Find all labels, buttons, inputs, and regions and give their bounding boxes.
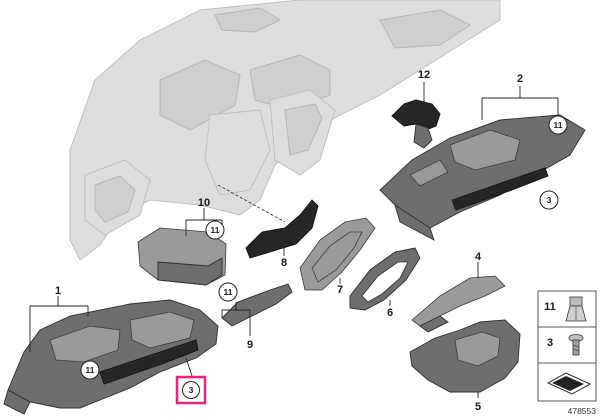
part-6 — [349, 247, 421, 311]
callout-1: 1 — [55, 285, 61, 297]
circle-callout-3-right: 3 — [539, 190, 559, 210]
callout-10: 10 — [198, 197, 210, 209]
part-2 — [379, 86, 586, 241]
part-10 — [137, 208, 227, 286]
callout-2: 2 — [517, 73, 523, 85]
callout-labels: 1 2 4 5 6 7 8 9 10 12 — [55, 69, 523, 413]
callout-8: 8 — [281, 257, 287, 269]
part-5 — [409, 319, 521, 398]
part-1 — [3, 296, 219, 415]
svg-text:11: 11 — [224, 287, 233, 297]
legend-cell-3 — [537, 326, 597, 364]
svg-text:11: 11 — [211, 225, 220, 235]
svg-text:3: 3 — [547, 195, 552, 205]
guide-line — [217, 184, 286, 223]
callout-12: 12 — [418, 69, 430, 81]
highlighted-callout-3[interactable]: 3 — [175, 375, 207, 405]
callout-4: 4 — [475, 251, 482, 263]
part-4 — [411, 262, 506, 333]
dashboard-outline — [69, 0, 501, 261]
part-7 — [299, 217, 376, 291]
callout-5: 5 — [475, 401, 481, 413]
svg-text:3: 3 — [189, 385, 194, 395]
part-12 — [391, 82, 441, 149]
circle-callout-11-part10: 11 — [205, 220, 225, 240]
navigation-arrow-icon — [546, 372, 592, 395]
fastener-legend: 11 3 — [537, 290, 597, 402]
legend-label-11: 11 — [544, 301, 556, 313]
legend-label-3: 3 — [547, 337, 553, 349]
svg-text:11: 11 — [554, 120, 563, 130]
circle-callout-11-right: 11 — [548, 115, 568, 135]
part-8 — [245, 199, 319, 259]
part-9 — [221, 283, 293, 336]
clip-icon — [565, 296, 587, 322]
diagram-id: 478553 — [568, 406, 597, 416]
callout-6: 6 — [387, 307, 393, 319]
screw-icon — [568, 334, 584, 356]
svg-text:11: 11 — [86, 365, 95, 375]
circled-callouts: 11 3 11 11 11 3 — [80, 115, 568, 405]
callout-9: 9 — [247, 339, 253, 351]
circle-callout-11-part9: 11 — [218, 282, 238, 302]
circle-callout-11-part1: 11 — [80, 360, 100, 380]
callout-7: 7 — [337, 284, 343, 296]
